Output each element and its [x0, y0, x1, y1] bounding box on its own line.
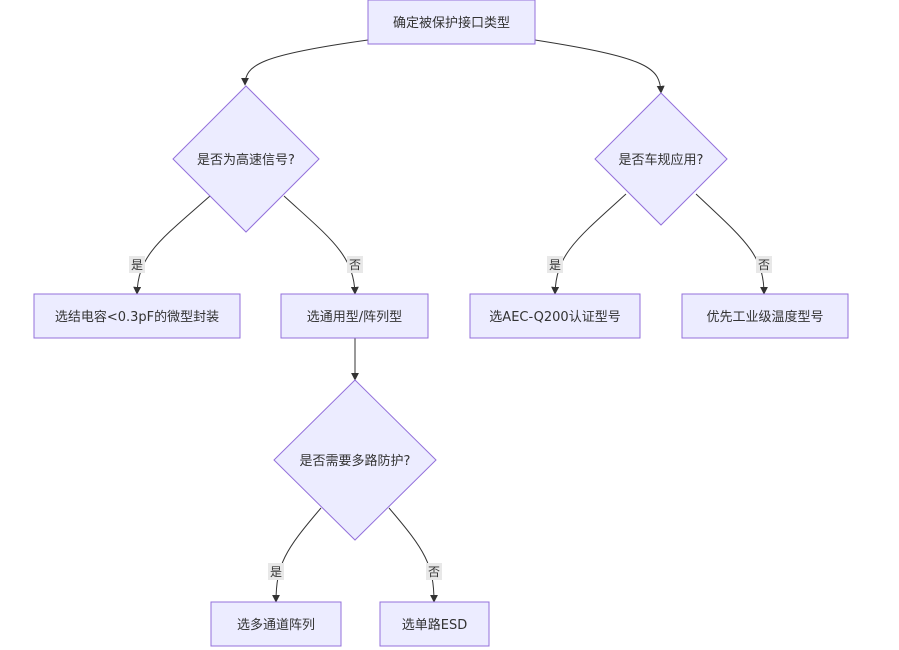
svg-text:是: 是: [549, 258, 561, 272]
svg-text:确定被保护接口类型: 确定被保护接口类型: [393, 15, 510, 31]
edge-start-to-auto: [534, 39, 665, 94]
svg-text:否: 否: [758, 258, 770, 272]
svg-text:是否为高速信号?: 是否为高速信号?: [197, 152, 295, 168]
edge-auto-no: [695, 193, 768, 295]
node-general-array: 选通用型/阵列型: [280, 293, 429, 339]
edge-highspeed-no: [283, 195, 359, 295]
svg-text:是: 是: [270, 565, 282, 579]
edge-start-to-highspeed: [241, 39, 369, 86]
svg-text:选多通道阵列: 选多通道阵列: [237, 617, 315, 633]
svg-text:否: 否: [349, 258, 361, 272]
svg-text:是: 是: [131, 258, 143, 272]
decision-automotive: 是否车规应用?: [594, 92, 728, 226]
svg-text:选AEC-Q200认证型号: 选AEC-Q200认证型号: [489, 310, 620, 325]
node-industrial-grade: 优先工业级温度型号: [681, 293, 849, 339]
decision-high-speed: 是否为高速信号?: [172, 85, 320, 233]
svg-text:选结电容<0.3pF的微型封装: 选结电容<0.3pF的微型封装: [55, 309, 219, 325]
edge-label-highspeed-yes: 是: [129, 256, 145, 273]
node-aec-q200: 选AEC-Q200认证型号: [469, 293, 641, 339]
decision-multi-channel: 是否需要多路防护?: [273, 379, 437, 541]
edge-multi-no: [388, 507, 438, 603]
node-lowcap-package: 选结电容<0.3pF的微型封装: [33, 293, 241, 339]
edge-label-auto-yes: 是: [547, 256, 563, 273]
edge-label-auto-no: 否: [756, 256, 772, 273]
edge-highspeed-yes: [133, 195, 211, 295]
svg-text:是否需要多路防护?: 是否需要多路防护?: [300, 453, 411, 469]
node-multichannel-array: 选多通道阵列: [210, 601, 342, 647]
edge-multi-yes: [272, 507, 322, 603]
edge-label-multi-yes: 是: [268, 563, 284, 580]
node-start: 确定被保护接口类型: [367, 0, 536, 45]
edge-auto-yes: [551, 193, 627, 295]
node-single-esd: 选单路ESD: [379, 601, 490, 647]
svg-text:选单路ESD: 选单路ESD: [402, 617, 467, 633]
svg-text:优先工业级温度型号: 优先工业级温度型号: [706, 309, 823, 325]
edge-label-multi-no: 否: [426, 563, 442, 580]
edge-label-highspeed-no: 否: [347, 256, 363, 273]
svg-text:否: 否: [428, 565, 440, 579]
svg-text:是否车规应用?: 是否车规应用?: [619, 152, 704, 168]
svg-text:选通用型/阵列型: 选通用型/阵列型: [307, 310, 402, 325]
